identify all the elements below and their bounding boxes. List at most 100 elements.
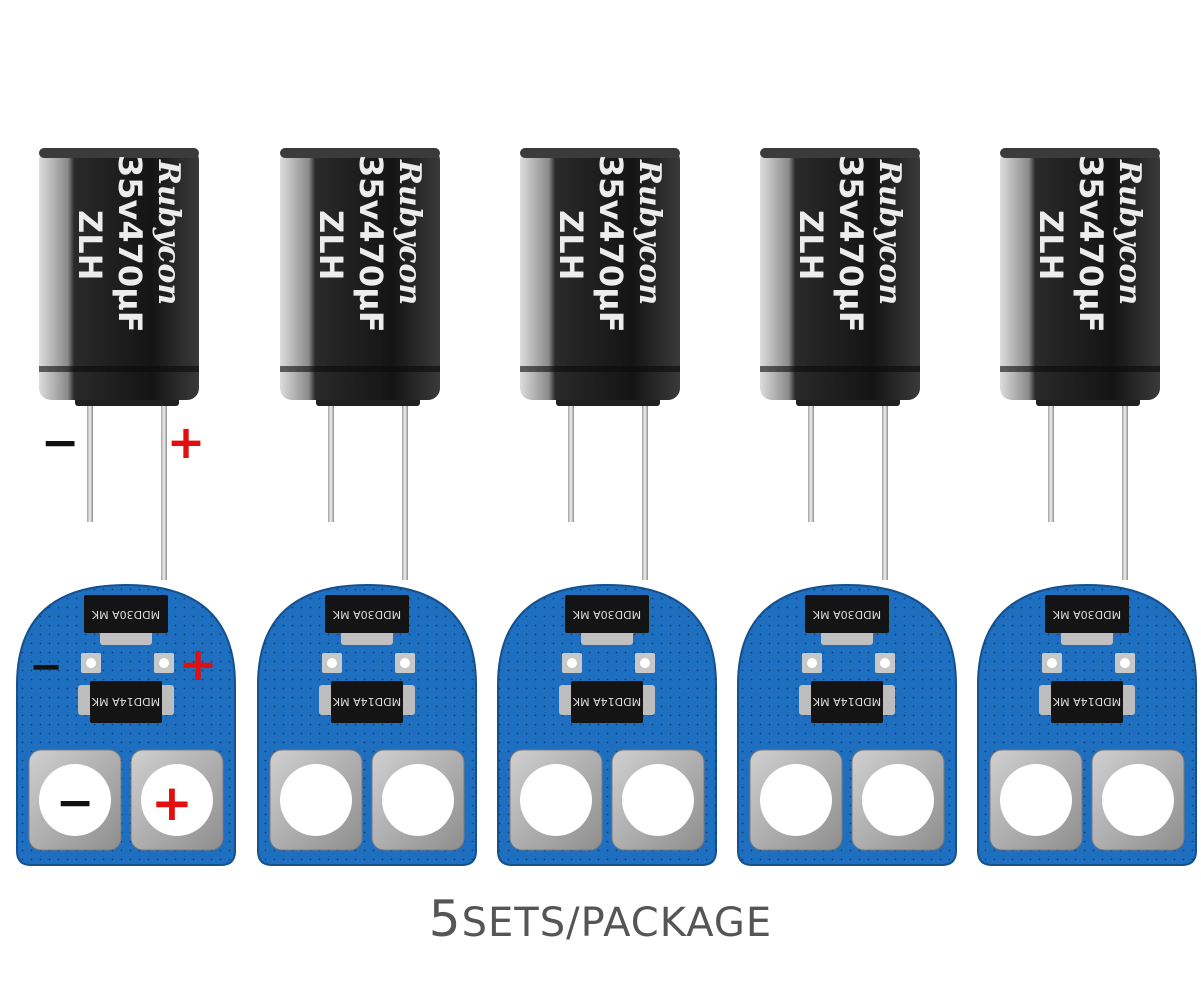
- capacitor-brand: Rubycon: [1112, 159, 1147, 305]
- capacitor-groove: [520, 366, 680, 372]
- capacitor-top: [1000, 148, 1160, 158]
- diode-top: MDD30A MK: [1045, 595, 1129, 645]
- capacitor-series: ZLH: [71, 210, 109, 280]
- terminal-positive-mark: +: [151, 774, 193, 832]
- lead-hole: [159, 658, 169, 668]
- diode-top-label: MDD30A MK: [572, 608, 641, 621]
- diode-board: MDD30A MK MDD14A MK: [497, 583, 717, 866]
- diode-top-label: MDD30A MK: [332, 608, 401, 621]
- diode-bottom: MDD14A MK: [1039, 681, 1135, 723]
- terminal-pad-positive: [851, 749, 945, 851]
- capacitor-negative-lead: [808, 400, 814, 522]
- capacitor-series: ZLH: [1032, 210, 1070, 280]
- capacitor-series: ZLH: [312, 210, 350, 280]
- diode-bottom: MDD14A MK: [78, 681, 174, 723]
- terminal-pad-negative: [28, 749, 122, 851]
- diode-board: MDD30A MK MDD14A MK: [16, 583, 236, 866]
- capacitor-top: [520, 148, 680, 158]
- diode-bottom: MDD14A MK: [319, 681, 415, 723]
- terminal-pad-positive: [611, 749, 705, 851]
- diode-top-label: MDD30A MK: [1052, 608, 1121, 621]
- lead-hole: [567, 658, 577, 668]
- capacitor-positive-lead: [642, 400, 648, 580]
- capacitor-top: [39, 148, 199, 158]
- lead-hole: [807, 658, 817, 668]
- capacitor-positive-lead: [402, 400, 408, 580]
- diode-board: MDD30A MK MDD14A MK: [257, 583, 477, 866]
- diode-bottom-body: [331, 681, 403, 723]
- diode-bottom: MDD14A MK: [799, 681, 895, 723]
- diode-top-body: [84, 595, 168, 633]
- diode-bottom-body: [1051, 681, 1123, 723]
- lead-hole: [327, 658, 337, 668]
- diode-bottom-body: [571, 681, 643, 723]
- diode-top: MDD30A MK: [325, 595, 409, 645]
- capacitor-body: [280, 148, 440, 400]
- terminal-hole: [280, 764, 352, 836]
- diode-top-body: [805, 595, 889, 633]
- terminal-pad-negative: [749, 749, 843, 851]
- diode-bottom-label: MDD14A MK: [812, 695, 881, 708]
- terminal-pad-positive: [130, 749, 224, 851]
- caption-count: 5: [428, 890, 462, 948]
- capacitor-series: ZLH: [792, 210, 830, 280]
- terminal-hole: [760, 764, 832, 836]
- board-positive-mark: +: [179, 637, 218, 691]
- capacitor-brand: Rubycon: [151, 159, 186, 305]
- capacitor-rating: 35v470µF: [111, 155, 149, 333]
- package-caption: 5SETS/PACKAGE: [0, 884, 1201, 954]
- diode-top-label: MDD30A MK: [812, 608, 881, 621]
- capacitor-groove: [280, 366, 440, 372]
- capacitor-positive-lead: [161, 400, 167, 580]
- diode-top-body: [1045, 595, 1129, 633]
- polarity-markers: −+−+−+: [29, 415, 217, 832]
- terminal-pad-positive: [371, 749, 465, 851]
- capacitor-positive-lead: [882, 400, 888, 580]
- capacitor-rating: 35v470µF: [832, 155, 870, 333]
- diode-top-body: [325, 595, 409, 633]
- capacitor-groove: [760, 366, 920, 372]
- lead-hole: [86, 658, 96, 668]
- capacitor-brand: Rubycon: [392, 159, 427, 305]
- caption-text: SETS/PACKAGE: [461, 900, 773, 946]
- capacitor-rating: 35v470µF: [1072, 155, 1110, 333]
- diode-bottom-body: [811, 681, 883, 723]
- lead-hole: [400, 658, 410, 668]
- terminal-hole: [382, 764, 454, 836]
- capacitor-groove: [39, 366, 199, 372]
- capacitor-top: [760, 148, 920, 158]
- diode-top: MDD30A MK: [84, 595, 168, 645]
- diode-top: MDD30A MK: [805, 595, 889, 645]
- terminal-hole: [862, 764, 934, 836]
- capacitor-body: [760, 148, 920, 400]
- lead-hole: [1047, 658, 1057, 668]
- terminal-hole: [39, 764, 111, 836]
- capacitor-negative-lead: [328, 400, 334, 522]
- capacitor-body: [520, 148, 680, 400]
- terminal-pad-negative: [989, 749, 1083, 851]
- diode-bottom-label: MDD14A MK: [1052, 695, 1121, 708]
- capacitor-brand: Rubycon: [872, 159, 907, 305]
- diode-bottom-body: [90, 681, 162, 723]
- terminal-negative-mark: −: [56, 775, 95, 829]
- diode-top-label: MDD30A MK: [91, 608, 160, 621]
- terminal-hole: [1000, 764, 1072, 836]
- capacitor-series: ZLH: [552, 210, 590, 280]
- terminal-pad-negative: [269, 749, 363, 851]
- terminal-pad-negative: [509, 749, 603, 851]
- capacitor-negative-mark: −: [41, 415, 80, 469]
- diode-bottom-label: MDD14A MK: [91, 695, 160, 708]
- diode-bottom-label: MDD14A MK: [572, 695, 641, 708]
- diode-bottom: MDD14A MK: [559, 681, 655, 723]
- lead-hole: [1120, 658, 1130, 668]
